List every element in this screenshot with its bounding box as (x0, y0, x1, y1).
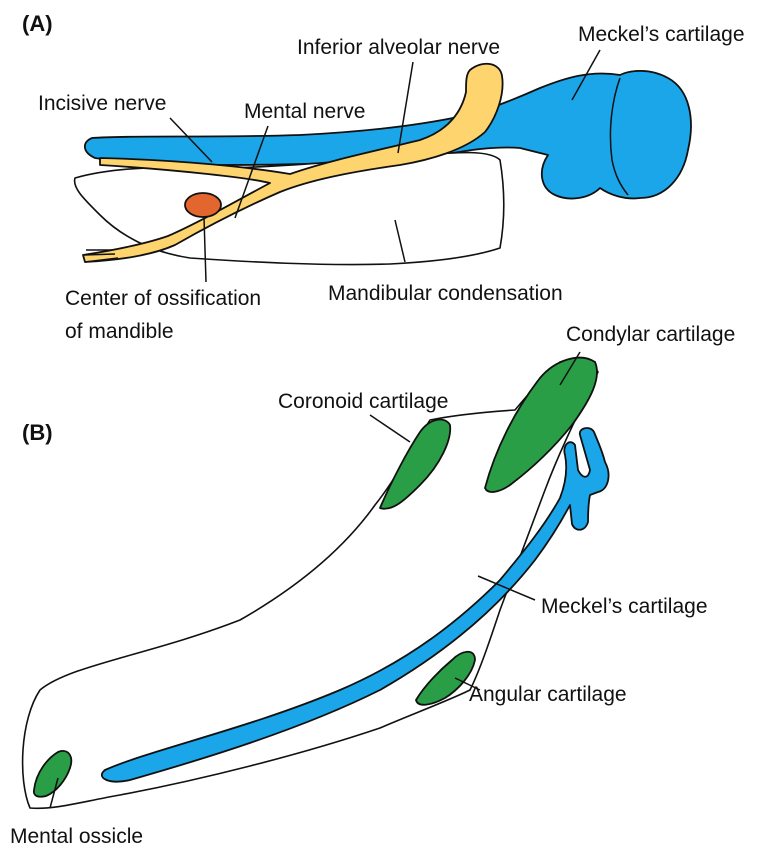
panel-b-tag: (B) (22, 420, 53, 445)
label-coronoid-cartilage: Coronoid cartilage (278, 390, 448, 413)
label-inferior-alveolar-nerve: Inferior alveolar nerve (297, 36, 500, 59)
panel-a: (A) Inferior alveolar nerve Meckel’s car… (22, 11, 745, 343)
ossification-center-shape (185, 193, 221, 217)
panel-a-tag: (A) (22, 11, 53, 36)
label-center-ossification-line1: Center of ossification (65, 287, 261, 310)
label-condylar-cartilage: Condylar cartilage (566, 323, 735, 346)
label-angular-cartilage: Angular cartilage (469, 683, 627, 706)
label-mandibular-condensation: Mandibular condensation (328, 282, 563, 305)
label-meckels-cartilage-a: Meckel’s cartilage (578, 23, 745, 46)
label-center-ossification-line2: of mandible (65, 320, 174, 343)
label-meckels-cartilage-b: Meckel’s cartilage (541, 595, 708, 618)
label-mental-nerve: Mental nerve (244, 100, 365, 123)
leader-coronoid-cartilage (370, 415, 410, 442)
panel-b: (B) Condylar cartilage Coronoid cartilag… (10, 323, 735, 848)
label-incisive-nerve: Incisive nerve (38, 92, 166, 115)
label-mental-ossicle: Mental ossicle (10, 825, 143, 848)
